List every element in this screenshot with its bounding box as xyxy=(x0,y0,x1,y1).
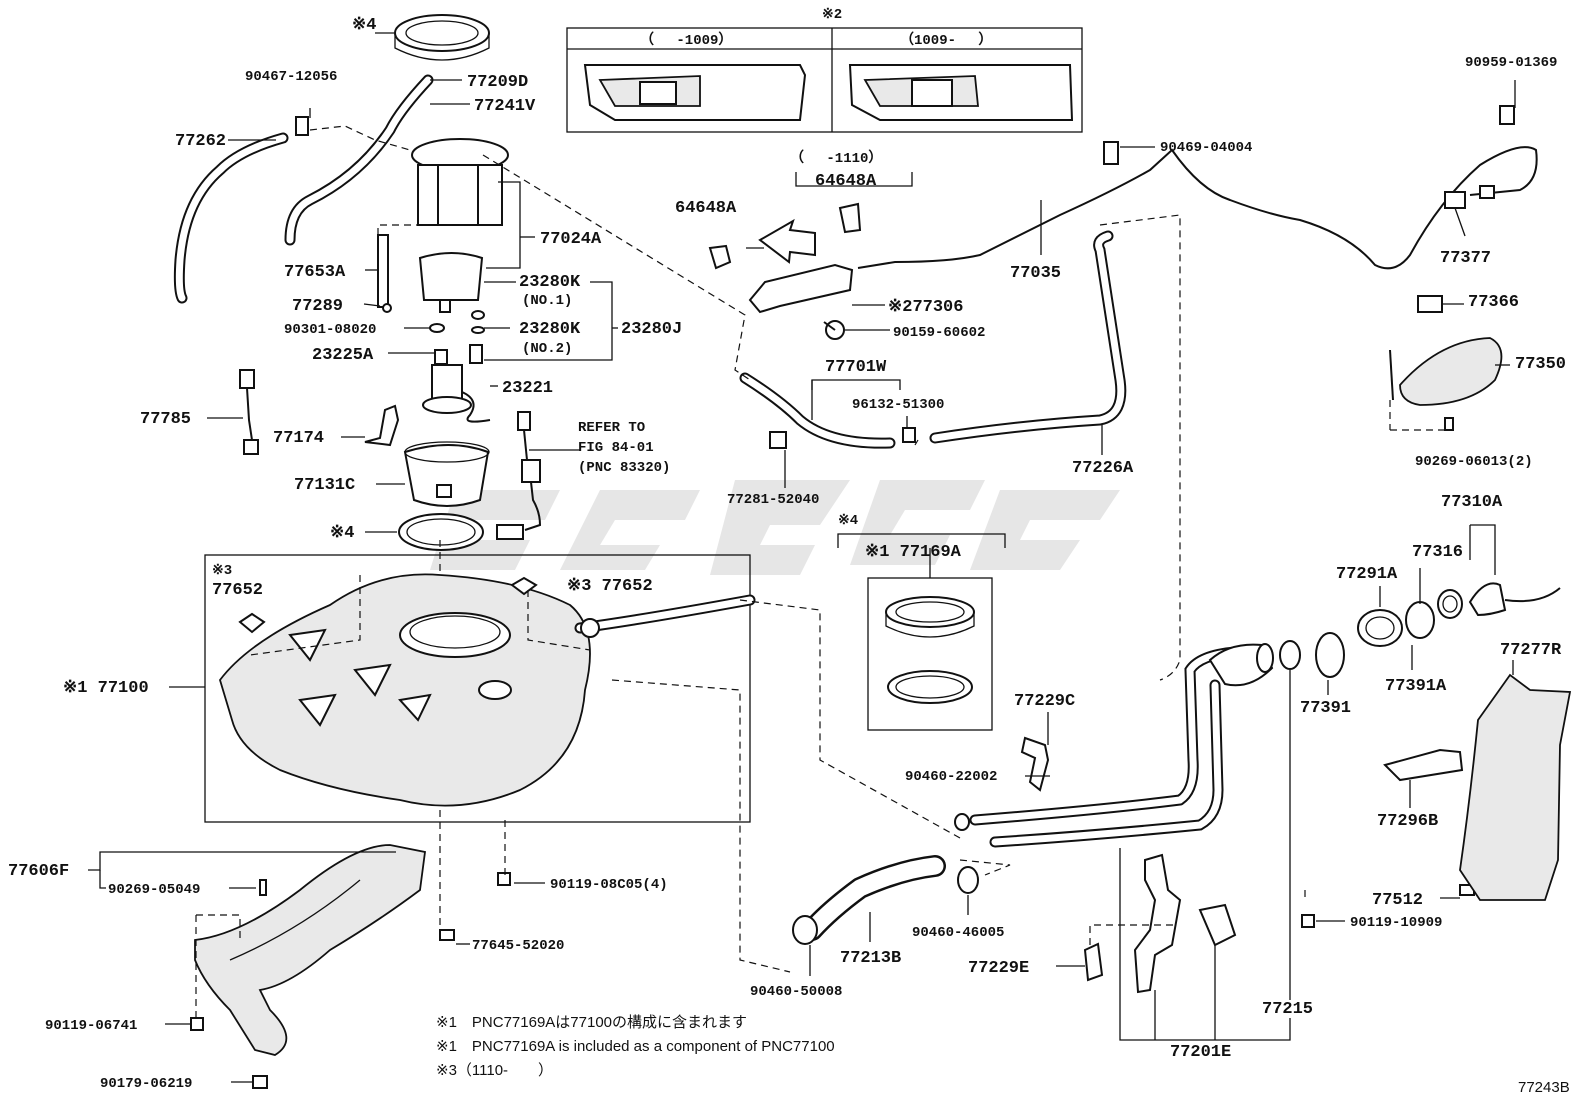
part-labels: ※4 90467-12056 77209D 77241V 77262 77024… xyxy=(8,7,1570,1096)
filler-pipe-assembly xyxy=(792,640,1301,994)
group-1110-range: （ -1110） xyxy=(790,150,882,167)
note-3: ※3（1110- ） xyxy=(436,1062,553,1079)
label-no2: (NO.2) xyxy=(522,341,572,357)
label-4-gasket: ※4 xyxy=(330,524,354,543)
refer-line-3: (PNC 83320) xyxy=(578,460,670,476)
note-1-japanese: ※1 PNC77169Aは77100の構成に含まれます xyxy=(436,1014,747,1031)
diagram-reference-code: 77243B xyxy=(1518,1079,1570,1096)
refer-line-1: REFER TO xyxy=(578,420,645,436)
window-marker: ※2 xyxy=(822,7,842,23)
label-77652-right: ※3 77652 xyxy=(567,577,653,596)
label-no1: (NO.1) xyxy=(522,293,572,309)
label-90119-10909: 90119-10909 xyxy=(1350,915,1442,931)
label-77100: ※1 77100 xyxy=(63,679,149,698)
label-77226A: 77226A xyxy=(1072,459,1134,478)
label-77701W: 77701W xyxy=(825,358,887,377)
dashed-guide-lines xyxy=(195,125,1306,1020)
label-77215: 77215 xyxy=(1262,1000,1313,1019)
label-77296B: 77296B xyxy=(1377,812,1438,831)
label-77310A: 77310A xyxy=(1441,493,1503,512)
label-77512: 77512 xyxy=(1372,891,1423,910)
label-77645-52020: 77645-52020 xyxy=(472,938,564,954)
fuel-pump-assembly xyxy=(173,14,542,551)
label-90301-08020: 90301-08020 xyxy=(284,322,376,338)
center-parts xyxy=(708,105,1538,449)
label-77201E: 77201E xyxy=(1170,1043,1231,1062)
label-77377: 77377 xyxy=(1440,249,1491,268)
leader-lines xyxy=(88,32,1516,1083)
label-23221: 23221 xyxy=(502,379,553,398)
label-77131C: 77131C xyxy=(294,476,355,495)
label-90269-06013: 90269-06013(2) xyxy=(1415,454,1533,470)
gauge-kit-box xyxy=(837,533,1006,731)
label-77289: 77289 xyxy=(292,297,343,316)
box3-marker: ※3 xyxy=(212,563,232,579)
label-77213B: 77213B xyxy=(840,949,901,968)
label-77209D: 77209D xyxy=(467,73,528,92)
label-90460-22002: 90460-22002 xyxy=(905,769,997,785)
label-77652-left: 77652 xyxy=(212,581,263,600)
label-77229E: 77229E xyxy=(968,959,1029,978)
tank-protector xyxy=(194,844,427,1056)
label-77174: 77174 xyxy=(273,429,324,448)
kit-marker: ※4 xyxy=(838,513,858,529)
label-23280K-no1: 23280K xyxy=(519,273,581,292)
label-90959-01369: 90959-01369 xyxy=(1465,55,1557,71)
label-90469-04004: 90469-04004 xyxy=(1160,140,1252,156)
label-90119-06741: 90119-06741 xyxy=(45,1018,137,1034)
label-90179-06219: 90179-06219 xyxy=(100,1076,192,1092)
label-77035: 77035 xyxy=(1010,264,1061,283)
label-90460-46005: 90460-46005 xyxy=(912,925,1004,941)
watermark-logo xyxy=(430,480,1120,575)
label-77281-52040: 77281-52040 xyxy=(727,492,819,508)
fuel-door-opener-box xyxy=(566,27,1083,133)
label-77241V: 77241V xyxy=(474,97,536,116)
label-77262: 77262 xyxy=(175,132,226,151)
label-77024A: 77024A xyxy=(540,230,602,249)
label-77316: 77316 xyxy=(1412,543,1463,562)
label-90460-50008: 90460-50008 xyxy=(750,984,842,1000)
label-77229C: 77229C xyxy=(1014,692,1075,711)
label-77391: 77391 xyxy=(1300,699,1351,718)
filler-cap-parts xyxy=(1315,295,1572,901)
label-90269-05049: 90269-05049 xyxy=(108,882,200,898)
bolts-and-clips xyxy=(190,872,1475,1089)
label-90467-12056: 90467-12056 xyxy=(245,69,337,85)
label-77606F: 77606F xyxy=(8,862,69,881)
label-77350: 77350 xyxy=(1515,355,1566,374)
label-23280J: 23280J xyxy=(621,320,682,339)
label-64648A-upper: 64648A xyxy=(815,172,877,191)
note-1-english: ※1 PNC77169A is included as a component … xyxy=(436,1038,835,1055)
label-64648A: 64648A xyxy=(675,199,737,218)
label-90159-60602: 90159-60602 xyxy=(893,325,985,341)
label-77277R: 77277R xyxy=(1500,641,1562,660)
label-77169A: ※1 77169A xyxy=(865,543,962,562)
label-23280K-no2: 23280K xyxy=(519,320,581,339)
fuel-tank-box xyxy=(204,554,756,823)
window-range-left: （ -1009） xyxy=(640,32,732,49)
refer-line-2: FIG 84-01 xyxy=(578,440,654,456)
label-277306: ※277306 xyxy=(888,298,963,317)
window-range-right: （1009- ） xyxy=(900,32,992,49)
label-4-ring-top: ※4 xyxy=(352,16,376,35)
label-77391A: 77391A xyxy=(1385,677,1447,696)
label-96132-51300: 96132-51300 xyxy=(852,397,944,413)
label-77653A: 77653A xyxy=(284,263,346,282)
label-90119-08C05: 90119-08C05(4) xyxy=(550,877,668,893)
label-77785: 77785 xyxy=(140,410,191,429)
label-23225A: 23225A xyxy=(312,346,374,365)
label-77366: 77366 xyxy=(1468,293,1519,312)
label-77291A: 77291A xyxy=(1336,565,1398,584)
